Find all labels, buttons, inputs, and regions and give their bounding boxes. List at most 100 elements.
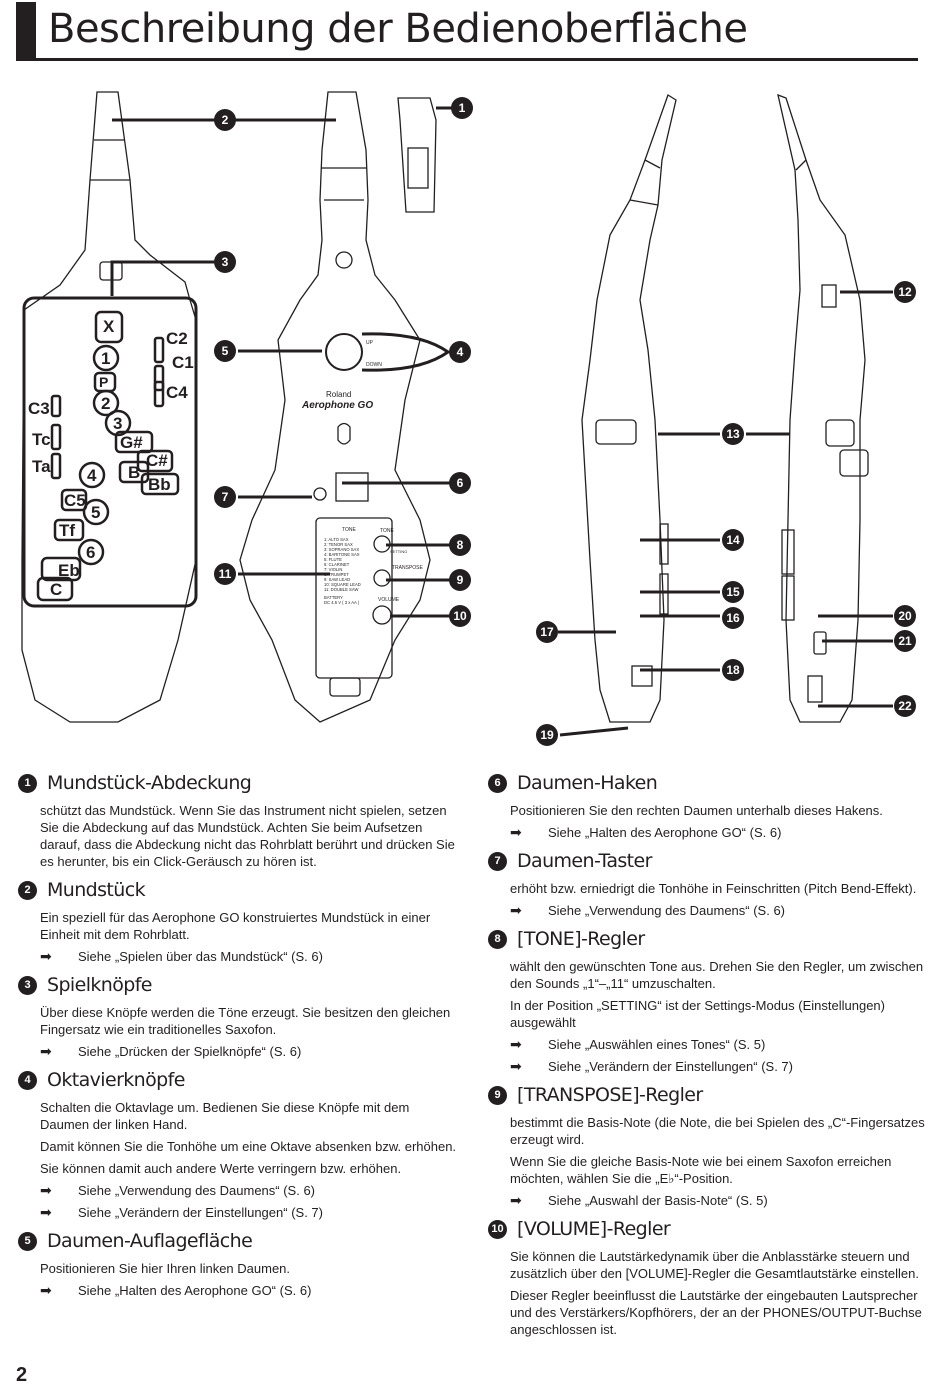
page-reference-link[interactable]: ➡Siehe „Verändern der Einstellungen“ (S.…	[510, 1058, 928, 1075]
reference-text: Siehe „Halten des Aerophone GO“ (S. 6)	[78, 1283, 312, 1298]
section-paragraph: In der Position „SETTING“ ist der Settin…	[510, 998, 885, 1030]
page-reference-link[interactable]: ➡ Siehe „Verändern der Einstellungen“ (S.…	[40, 1204, 458, 1221]
callout-15: 15	[722, 581, 744, 603]
tone-list-item: 7: VIOLIN	[324, 567, 342, 572]
callout-12: 12	[894, 281, 916, 303]
brand-label: Roland	[326, 390, 351, 399]
key-label-b-flat: Bb	[148, 475, 171, 494]
arrow-right-icon: ➡	[40, 948, 52, 964]
reference-text: Siehe „Verwendung des Daumens“ (S. 6)	[548, 903, 786, 918]
back-view-instrument	[239, 91, 431, 723]
section-title: [TONE]-Regler	[517, 927, 645, 950]
section-paragraph: Sie können damit auch andere Werte verri…	[40, 1161, 402, 1176]
key-label-2: 2	[101, 394, 110, 413]
page-reference-link[interactable]: ➡ Siehe „Spielen über das Mundstück“ (S. …	[40, 948, 458, 965]
section-number-badge: 8	[488, 929, 507, 949]
battery-label: BATTERY	[324, 595, 343, 600]
tone-list-item: 4: BARITONE SAX	[324, 552, 360, 557]
key-label-3: 3	[113, 414, 122, 433]
side-view-left	[581, 94, 677, 723]
arrow-right-icon: ➡	[510, 824, 522, 840]
callout-8: 8	[449, 534, 471, 556]
reference-text: Siehe „Spielen über das Mundstück“ (S. 6…	[78, 949, 323, 964]
svg-text:20: 20	[898, 609, 912, 623]
section-heading: 8 [TONE]-Regler	[488, 924, 928, 954]
key-panel-frame	[22, 296, 198, 608]
page-reference-link[interactable]: ➡ Siehe „Halten des Aerophone GO“ (S. 6)	[510, 824, 928, 841]
tone-list-item: 8: TRUMPET	[324, 572, 349, 577]
callout-21: 21	[894, 630, 916, 652]
page-title: Beschreibung der Bedienoberfläche	[48, 6, 748, 52]
section-paragraph: erhöht bzw. erniedrigt die Tonhöhe in Fe…	[510, 881, 917, 896]
svg-text:12: 12	[898, 285, 912, 299]
page-reference-link[interactable]: ➡Siehe „Verwendung des Daumens“ (S. 6)	[510, 902, 928, 919]
mouthpiece-cap-drawing	[397, 97, 437, 213]
key-group	[36, 310, 180, 602]
svg-text:8: 8	[457, 538, 464, 552]
tone-list-item: 5: FLUTE	[324, 557, 342, 562]
key-label-b: B	[128, 463, 140, 482]
section-title: Mundstück-Abdeckung	[47, 771, 252, 794]
svg-text:22: 22	[898, 699, 912, 713]
page-reference-link[interactable]: ➡Siehe „Auswahl der Basis-Note“ (S. 5)	[510, 1192, 928, 1209]
up-label: UP	[366, 340, 374, 346]
section-paragraph: Dieser Regler beeinflusst die Lautstärke…	[510, 1288, 922, 1337]
svg-text:13: 13	[726, 427, 740, 441]
key-label-5: 5	[91, 503, 100, 522]
callout-9: 9	[449, 569, 471, 591]
svg-text:1: 1	[459, 101, 466, 115]
section-paragraph: Über diese Knöpfe werden die Töne erzeug…	[40, 1005, 451, 1037]
key-label-c: C	[50, 580, 62, 599]
svg-text:17: 17	[540, 625, 554, 639]
callout-1: 1	[451, 97, 473, 119]
section-paragraph: bestimmt die Basis-Note (die Note, die b…	[510, 1115, 925, 1147]
tone-label: TONE	[342, 527, 356, 533]
svg-text:19: 19	[540, 728, 554, 742]
reference-text: Siehe „Auswählen eines Tones“ (S. 5)	[548, 1037, 766, 1052]
page-reference-link[interactable]: ➡Siehe „Verwendung des Daumens“ (S. 6)	[40, 1182, 458, 1199]
section-paragraph: Ein speziell für das Aerophone GO konstr…	[40, 910, 431, 942]
key-label-tc: Tc	[32, 430, 51, 449]
key-label-c4: C4	[166, 383, 188, 402]
key-label-c-sharp: C#	[146, 451, 168, 470]
section-8: 8 [TONE]-Regler wählt den gewünschten Tone…	[488, 924, 928, 1075]
section-number-badge: 2	[18, 880, 37, 900]
svg-text:14: 14	[726, 533, 740, 547]
volume-label: VOLUME	[378, 597, 400, 603]
callout-3: 3	[214, 251, 236, 273]
setting-label: SETTING	[390, 549, 407, 554]
section-paragraph: wählt den gewünschten Tone aus. Drehen S…	[510, 959, 924, 991]
reference-text: Siehe „Verändern der Einstellungen“ (S. …	[548, 1059, 793, 1074]
section-heading: 9[TRANSPOSE]-Regler	[488, 1080, 928, 1110]
page-reference-link[interactable]: ➡ Siehe „Auswählen eines Tones“ (S. 5)	[510, 1036, 928, 1053]
section-paragraph: Sie können die Lautstärkedynamik über di…	[510, 1249, 919, 1281]
callout-17: 17	[536, 621, 558, 643]
key-label-c5: C5	[64, 491, 86, 510]
instrument-illustration: X 1 P 2 3 G# C# B Bb 4 C5 5 Tf 6 Eb C C2…	[21, 91, 916, 746]
key-label-c3: C3	[28, 399, 50, 418]
svg-text:4: 4	[457, 345, 464, 359]
section-title: Daumen-Taster	[517, 849, 652, 872]
tone-knob-label: TONE	[380, 528, 394, 534]
page-reference-link[interactable]: ➡Siehe „Drücken der Spielknöpfe“ (S. 6)	[40, 1043, 458, 1060]
section-number-badge: 9	[488, 1085, 507, 1105]
key-label-x: X	[103, 317, 115, 336]
svg-text:6: 6	[457, 476, 464, 490]
arrow-right-icon: ➡	[40, 1204, 52, 1220]
tone-list-item: 9: SAW LEAD	[324, 577, 350, 582]
reference-text: Siehe „Verändern der Einstellungen“ (S. …	[78, 1205, 323, 1220]
page-reference-link[interactable]: ➡Siehe „Halten des Aerophone GO“ (S. 6)	[40, 1282, 458, 1299]
section-title: Spielknöpfe	[47, 973, 152, 996]
svg-text:18: 18	[726, 663, 740, 677]
section-9: 9[TRANSPOSE]-Regler bestimmt die Basis-No…	[488, 1080, 928, 1209]
arrow-right-icon: ➡	[510, 1036, 522, 1052]
title-bar	[16, 2, 36, 58]
reference-text: Siehe „Halten des Aerophone GO“ (S. 6)	[548, 825, 782, 840]
battery-spec: DC 4.5 V ( 3 x AA )	[324, 600, 360, 605]
